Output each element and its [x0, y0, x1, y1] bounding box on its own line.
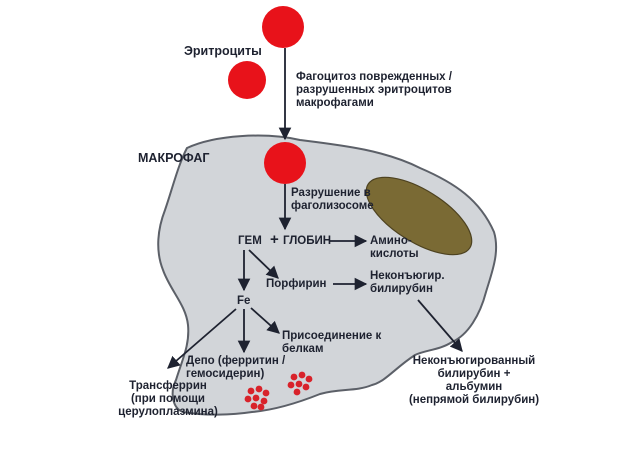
label-phagocytosis: Фагоцитоз поврежденных / разрушенных эри… [296, 71, 452, 109]
label-protein-binding: Присоединение к белкам [282, 330, 382, 355]
label-unconjugated-bilirubin: Неконъюгир. билирубин [370, 270, 445, 295]
label-fe: Fe [237, 295, 251, 307]
iron-granules-left [244, 385, 270, 411]
label-depot: Депо (ферритин / гемосидерин) [186, 355, 286, 380]
label-plus: + [270, 231, 279, 248]
arrow-bilirubin-albumin [417, 299, 463, 352]
label-unconjugated-albumin: Неконъюгированный билирубин + альбумин (… [408, 355, 540, 406]
arrow-heme-porphyrin [248, 249, 279, 279]
label-globin: ГЛОБИН [283, 235, 332, 247]
label-porphyrin: Порфирин [266, 278, 327, 290]
label-erythrocytes: Эритроциты [184, 44, 262, 58]
arrow-fe-protein [250, 307, 280, 334]
label-transferrin: Трансферрин (при помощи церулоплазмина) [118, 380, 218, 418]
erythrocyte-1 [262, 6, 304, 48]
label-macrophage: МАКРОФАГ [138, 151, 210, 165]
label-amino-acids: Амино- кислоты [370, 235, 419, 260]
arrow-fe-transferrin [167, 308, 237, 369]
macrophage-nucleus [365, 176, 473, 256]
iron-granules-right [287, 371, 313, 396]
erythrocyte-3 [264, 142, 306, 184]
erythrocyte-2 [228, 61, 266, 99]
label-heme: ГЕМ [238, 235, 262, 247]
label-destruction: Разрушение в фаголизосоме [291, 187, 374, 212]
